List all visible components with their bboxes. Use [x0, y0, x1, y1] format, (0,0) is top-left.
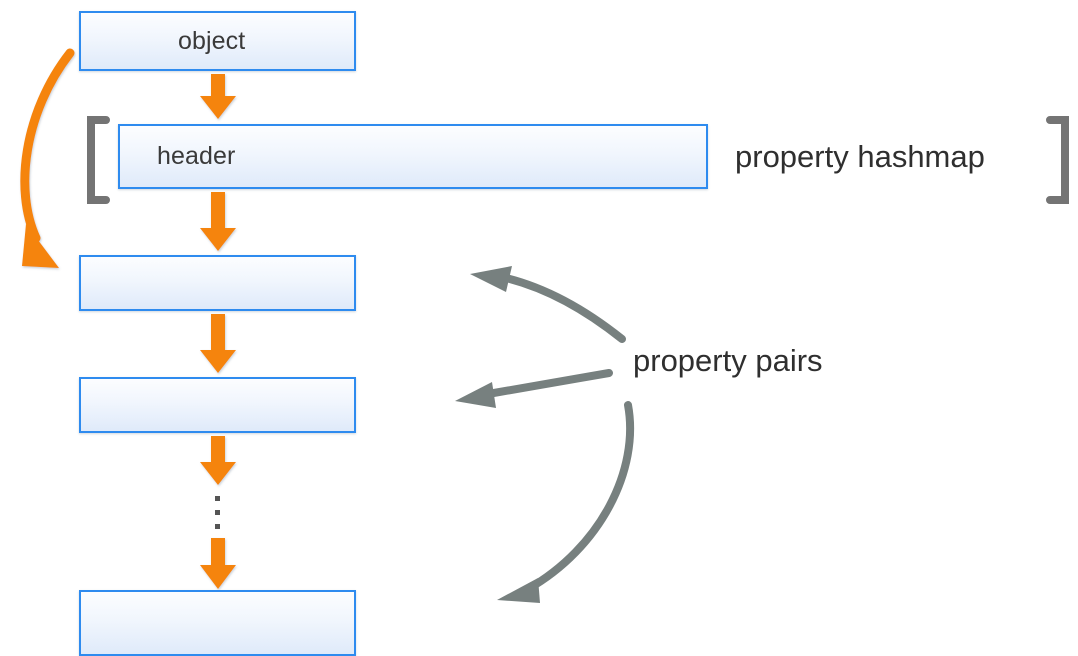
- property-hashmap-bar[interactable]: [118, 124, 708, 189]
- ellipsis-dot: [215, 510, 220, 515]
- property-pair-box-1[interactable]: [79, 255, 356, 311]
- arrow-header-to-pair-1: [200, 192, 236, 251]
- arrow-object-to-header: [200, 74, 236, 119]
- arrow-object-to-first-pair-curved: [20, 48, 75, 268]
- arrow-pairs-to-pair-1: [470, 266, 626, 343]
- arrow-pair-2-to-ellipsis: [200, 436, 236, 485]
- arrow-pair-1-to-pair-2: [200, 314, 236, 373]
- property-pair-box-3[interactable]: [79, 590, 356, 656]
- property-hashmap-annotation-label: property hashmap: [735, 139, 985, 174]
- object-box-label: object: [178, 27, 246, 55]
- header-cell-label: header: [157, 142, 236, 170]
- hashmap-open-bracket-icon: [87, 116, 110, 204]
- ellipsis-dot: [215, 496, 220, 501]
- property-pairs-annotation-label: property pairs: [633, 343, 823, 378]
- ellipsis-dots-icon: [215, 496, 220, 529]
- ellipsis-dot: [215, 524, 220, 529]
- arrow-pairs-to-pair-3: [497, 401, 635, 603]
- property-pair-box-2[interactable]: [79, 377, 356, 433]
- hashmap-close-bracket-icon: [1046, 116, 1069, 204]
- arrow-pairs-to-pair-2: [455, 369, 613, 408]
- arrow-ellipsis-to-pair-3: [200, 538, 236, 589]
- object-box[interactable]: [79, 11, 356, 71]
